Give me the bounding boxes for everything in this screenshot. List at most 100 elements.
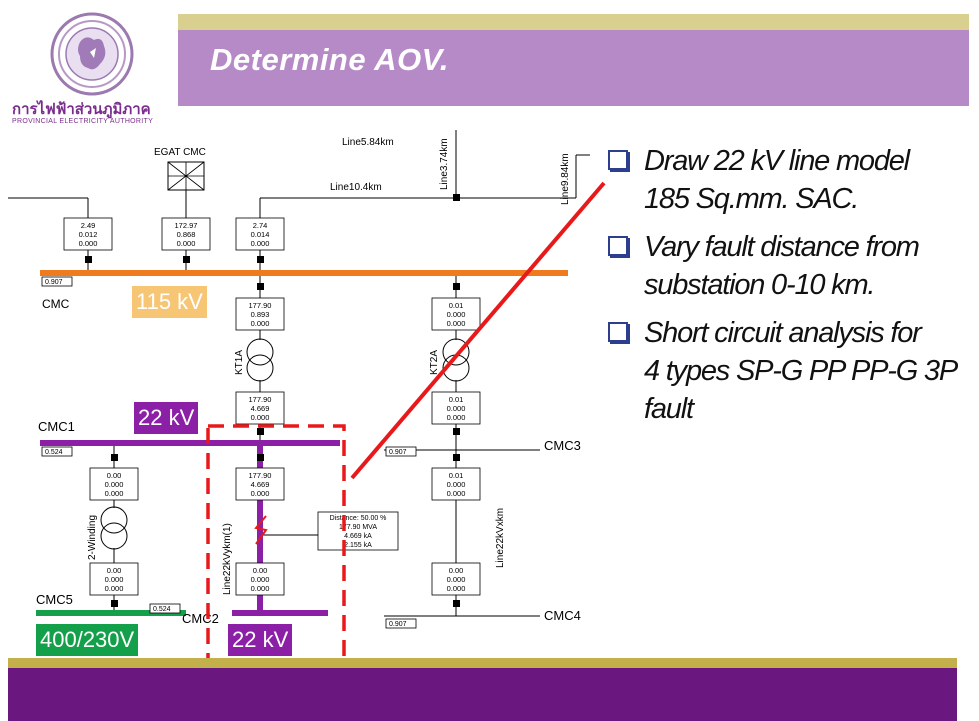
transformer-kt1a <box>246 338 274 382</box>
bus-115kv <box>40 270 568 276</box>
footer-stripe <box>8 658 957 668</box>
svg-text:0.000: 0.000 <box>447 480 466 489</box>
svg-text:177.90: 177.90 <box>249 301 272 310</box>
svg-text:0.014: 0.014 <box>251 230 270 239</box>
svg-text:0.00: 0.00 <box>449 566 464 575</box>
footer-band <box>8 668 957 721</box>
value-box-b13: 0.00 0.000 0.000 <box>431 562 481 596</box>
checkbox-bullet-icon <box>608 322 628 342</box>
bus-label-cmc1: CMC1 <box>38 419 75 434</box>
line-label-374: Line3.74km <box>439 138 450 190</box>
svg-text:0.000: 0.000 <box>447 404 466 413</box>
svg-text:0.01: 0.01 <box>449 395 464 404</box>
transformer-label-kt1a: KT1A <box>234 350 245 375</box>
bus-value-cmc3: 0.907 <box>389 449 407 456</box>
svg-text:0.000: 0.000 <box>105 584 124 593</box>
svg-text:0.01: 0.01 <box>449 471 464 480</box>
egat-label: EGAT CMC <box>154 147 206 158</box>
svg-text:0.012: 0.012 <box>79 230 98 239</box>
svg-text:2.74: 2.74 <box>253 221 268 230</box>
bus-22kv-cmc2 <box>232 610 328 616</box>
line-label-584: Line5.84km <box>342 137 394 148</box>
value-box-b11: 0.00 0.000 0.000 <box>89 562 139 596</box>
bullet-item: Draw 22 kV line model 185 Sq.mm. SAC. <box>604 142 976 218</box>
slide-title: Determine AOV. <box>210 42 450 77</box>
svg-text:0.01: 0.01 <box>449 301 464 310</box>
header-top-band <box>178 14 969 30</box>
bus-label-cmc4: CMC4 <box>544 608 581 623</box>
svg-text:0.000: 0.000 <box>251 239 270 248</box>
bus-value-cmc: 0.907 <box>45 279 63 286</box>
pointer-line <box>350 181 606 480</box>
bus-22kv-cmc1 <box>40 440 340 446</box>
value-box-b6: 177.90 4.669 0.000 <box>235 391 285 425</box>
line-label-104: Line10.4km <box>330 182 382 193</box>
checkbox-bullet-icon <box>608 150 628 170</box>
voltage-label-400-230v: 400/230V <box>36 624 139 656</box>
value-box-b8: 0.00 0.000 0.000 <box>89 467 139 501</box>
svg-text:172.97: 172.97 <box>175 221 198 230</box>
svg-text:0.000: 0.000 <box>105 489 124 498</box>
svg-text:4.669 kA: 4.669 kA <box>344 533 372 540</box>
value-box-b7: 0.01 0.000 0.000 <box>431 391 481 425</box>
svg-text:0.000: 0.000 <box>105 480 124 489</box>
line-label-984: Line9.84km <box>560 153 571 205</box>
title-bar <box>178 30 969 106</box>
svg-text:0.000: 0.000 <box>79 239 98 248</box>
svg-text:0.000: 0.000 <box>177 239 196 248</box>
fault-icon <box>254 515 268 545</box>
bullet-item: Vary fault distance from substation 0-10… <box>604 228 976 304</box>
transformer-label-2-winding: 2-Winding <box>87 515 98 560</box>
line-label-22kv-right: Line22kVxkm <box>495 508 506 568</box>
svg-text:2.49: 2.49 <box>81 221 96 230</box>
svg-text:0.000: 0.000 <box>251 413 270 422</box>
bus-label-cmc: CMC <box>42 297 70 311</box>
value-box-b10: 0.01 0.000 0.000 <box>431 467 481 501</box>
svg-text:4.669: 4.669 <box>251 480 270 489</box>
voltage-label-22kv-bottom: 22 kV <box>228 624 293 656</box>
bullet-item: Short circuit analysis for 4 types SP-G … <box>604 314 976 428</box>
fault-info-box: Distance: 50.00 % 177.90 MVA 4.669 kA 2.… <box>317 511 399 551</box>
svg-text:0.000: 0.000 <box>447 310 466 319</box>
svg-text:Distance: 50.00 %: Distance: 50.00 % <box>330 515 387 522</box>
bus-label-cmc5: CMC5 <box>36 592 73 607</box>
svg-text:0.893: 0.893 <box>251 310 270 319</box>
svg-text:0.00: 0.00 <box>253 566 268 575</box>
value-box-b3: 2.74 0.014 0.000 <box>235 217 285 251</box>
svg-text:177.90 MVA: 177.90 MVA <box>339 524 377 531</box>
transformer-label-kt2a: KT2A <box>429 350 440 375</box>
svg-text:177.90: 177.90 <box>249 395 272 404</box>
bus-value-cmc4: 0.907 <box>389 621 407 628</box>
line-label-22kv-fault: Line22kVykm(1) <box>222 523 233 595</box>
value-box-b2: 172.97 0.868 0.000 <box>161 217 211 251</box>
bus-label-cmc2: CMC2 <box>182 611 219 626</box>
voltage-label-22kv-top: 22 kV <box>134 402 199 434</box>
org-name-english: PROVINCIAL ELECTRICITY AUTHORITY <box>12 118 154 125</box>
svg-text:0.000: 0.000 <box>447 584 466 593</box>
bus-value-cmc1: 0.524 <box>45 449 63 456</box>
value-box-b9: 177.90 4.669 0.000 <box>235 467 285 501</box>
svg-text:0.000: 0.000 <box>447 575 466 584</box>
svg-text:0.000: 0.000 <box>447 319 466 328</box>
svg-text:0.000: 0.000 <box>251 575 270 584</box>
svg-text:0.000: 0.000 <box>251 584 270 593</box>
bus-lv-cmc5 <box>36 610 186 616</box>
value-box-b1: 2.49 0.012 0.000 <box>63 217 113 251</box>
checkbox-bullet-icon <box>608 236 628 256</box>
svg-text:4.669: 4.669 <box>251 404 270 413</box>
svg-text:0.000: 0.000 <box>447 413 466 422</box>
svg-text:0.00: 0.00 <box>107 471 122 480</box>
bus-value-cmc5: 0.524 <box>153 606 171 613</box>
transformer-2-winding <box>100 506 128 550</box>
svg-text:0.000: 0.000 <box>105 575 124 584</box>
pea-logo <box>50 12 134 96</box>
svg-text:0.000: 0.000 <box>251 319 270 328</box>
svg-text:0.000: 0.000 <box>251 489 270 498</box>
bus-label-cmc3: CMC3 <box>544 438 581 453</box>
voltage-label-115kv: 115 kV <box>132 286 207 318</box>
svg-text:0.000: 0.000 <box>447 489 466 498</box>
bullet-list: Draw 22 kV line model 185 Sq.mm. SAC. Va… <box>604 142 976 438</box>
value-box-b5: 0.01 0.000 0.000 <box>431 297 481 331</box>
org-name-thai: การไฟฟ้าส่วนภูมิภาค <box>12 101 151 118</box>
